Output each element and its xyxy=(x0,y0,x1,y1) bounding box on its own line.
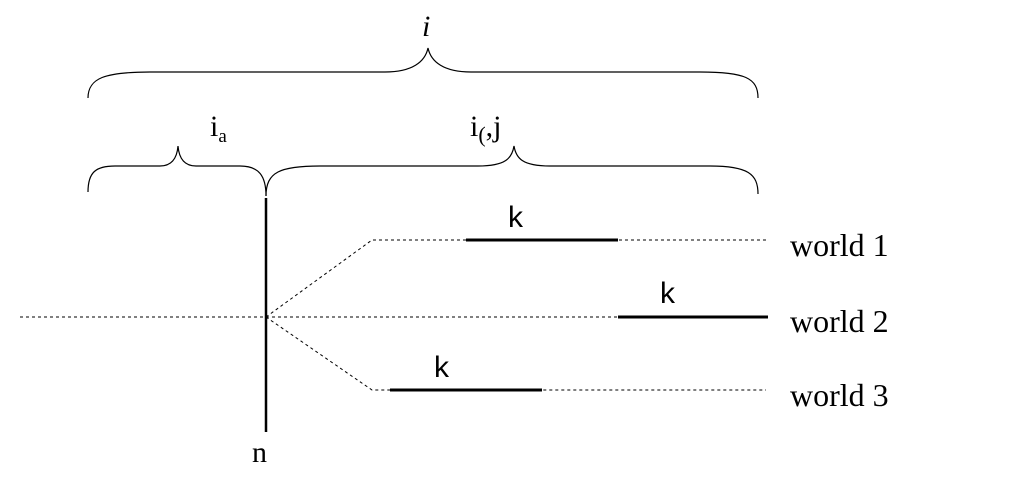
left-brace-label: ia xyxy=(210,110,227,147)
top-brace-label: i xyxy=(422,10,430,43)
right-brace-label-main: i xyxy=(470,110,478,143)
world-1-branch xyxy=(265,239,766,318)
left-brace-label-sub: a xyxy=(218,126,227,147)
right-brace-label-sub: ( xyxy=(478,122,485,147)
left-brace xyxy=(87,145,267,197)
world-1-interval-label: k xyxy=(508,201,524,234)
world-2-label: world 2 xyxy=(790,303,889,339)
right-brace-label-tail: ,j xyxy=(486,110,502,143)
top-brace xyxy=(87,47,759,99)
right-brace xyxy=(265,145,759,197)
world-3-branch xyxy=(265,316,766,391)
world-1-label: world 1 xyxy=(790,227,889,263)
cut-line-label: n xyxy=(252,436,267,469)
right-brace-label: i(,j xyxy=(470,110,502,147)
left-brace-label-main: i xyxy=(210,110,218,143)
world-3-interval-label: k xyxy=(434,351,450,384)
world-3-label: world 3 xyxy=(790,377,889,413)
world-2-interval-label: k xyxy=(660,277,676,310)
